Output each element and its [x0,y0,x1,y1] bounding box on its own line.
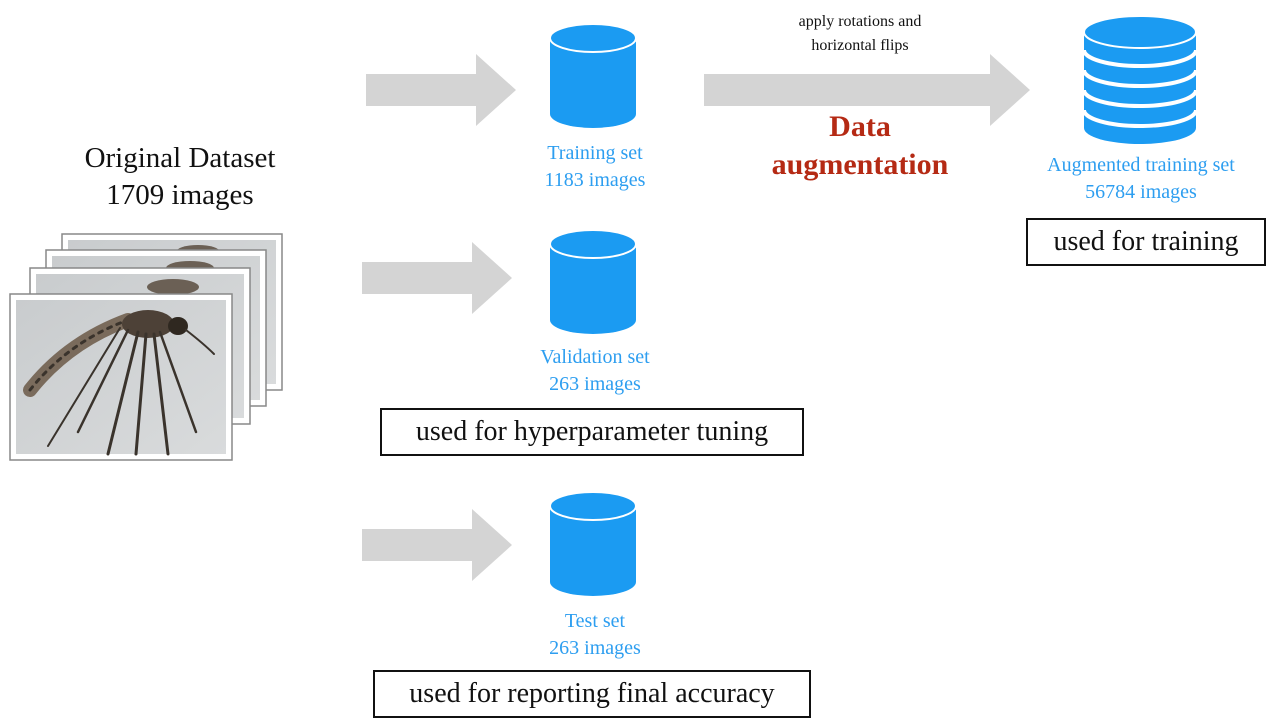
augmentation-note-line1: apply rotations and [798,13,922,30]
augmented-usage-box: used for training [1026,218,1266,266]
augmented-set-count: 56784 images [1085,181,1197,203]
augmented-set-name: Augmented training set [1047,154,1235,176]
original-dataset-label: Original Dataset [84,142,276,174]
validation-set-label: Validation set 263 images [490,344,700,398]
arrow-to-training [366,54,516,126]
augmentation-note-line2: horizontal flips [811,37,909,54]
augmented-set-database-icon [1082,15,1198,144]
test-set-count: 263 images [549,637,641,659]
augmentation-title-line1: Data [829,110,891,143]
validation-set-count: 263 images [549,373,641,395]
data-augmentation-title: Data augmentation [730,108,990,184]
mosquito-image-stack [9,233,283,461]
test-usage-box: used for reporting final accuracy [373,670,811,718]
mosquito-icon [23,310,215,456]
training-set-database-icon [549,23,637,128]
arrow-to-augmented [704,54,1030,126]
arrow-to-test [362,509,512,581]
test-set-name: Test set [564,610,626,632]
validation-set-database-icon [549,229,637,334]
arrow-to-validation [362,242,512,314]
image-card-front [9,293,233,461]
training-set-count: 1183 images [544,169,646,191]
augmentation-note: apply rotations and horizontal flips [700,10,1020,58]
test-set-database-icon [549,491,637,596]
augmented-set-label: Augmented training set 56784 images [1016,152,1266,206]
training-set-name: Training set [547,142,643,164]
validation-usage-box: used for hyperparameter tuning [380,408,804,456]
training-set-label: Training set 1183 images [500,140,690,194]
original-dataset-count: 1709 images [106,179,254,211]
validation-set-name: Validation set [540,346,650,368]
test-set-label: Test set 263 images [500,608,690,662]
original-dataset-title: Original Dataset 1709 images [40,140,320,214]
augmentation-title-line2: augmentation [771,148,949,181]
